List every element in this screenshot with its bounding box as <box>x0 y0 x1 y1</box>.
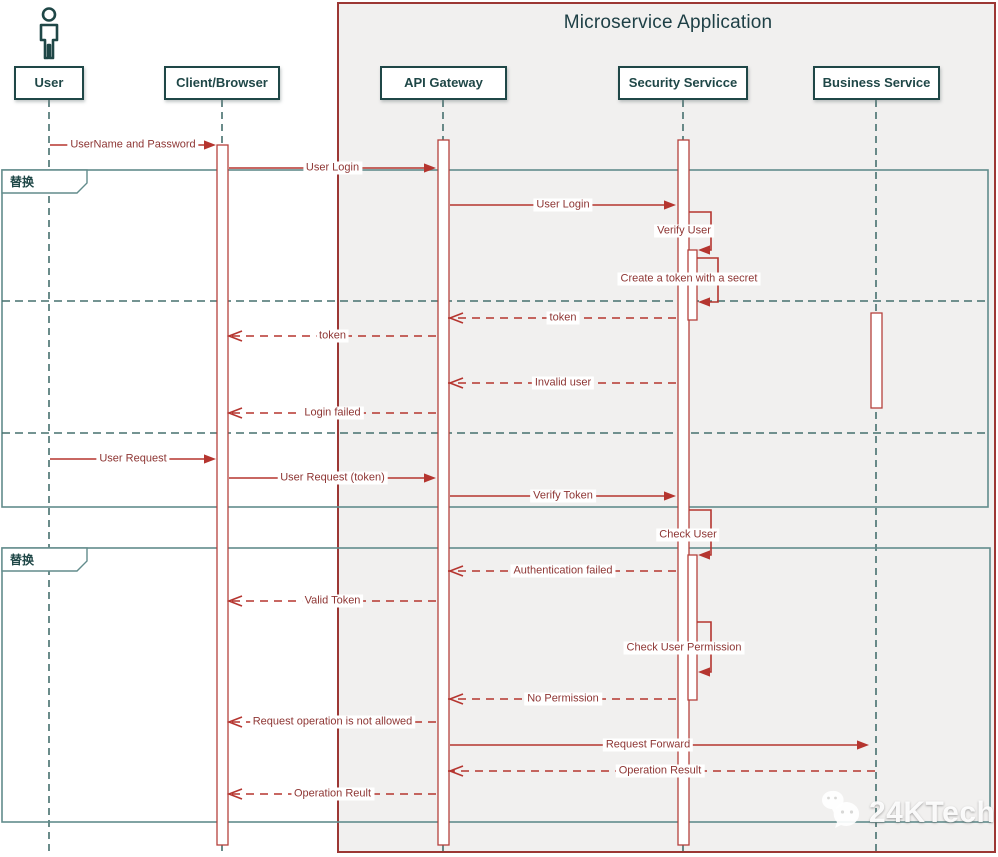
message-arrowhead <box>664 200 676 210</box>
message-label: UserName and Password <box>67 138 199 152</box>
activation-bar-security-service <box>677 139 690 846</box>
message-label: User Login <box>302 161 363 175</box>
activation-bar-client-browser <box>216 144 229 846</box>
watermark-text: 24KTech <box>869 796 996 829</box>
self-message-arrowhead <box>698 245 710 255</box>
message-label: Valid Token <box>301 594 364 608</box>
self-message-label: Check User <box>656 528 720 542</box>
message-arrowhead <box>447 693 464 705</box>
message-label: Login failed <box>301 406 364 420</box>
alt-frame-2 <box>1 547 991 823</box>
message-label: Operation Result <box>615 764 705 778</box>
self-message-arrowhead <box>698 297 710 307</box>
message-label: User Login <box>533 198 593 212</box>
participant-box-business-service: Business Service <box>813 66 940 100</box>
activation-bar-api-gateway <box>437 139 450 846</box>
diagram-title: Microservice Application <box>563 12 773 33</box>
activation-bar-business-service <box>870 312 883 409</box>
message-label: Operation Reult <box>290 787 375 801</box>
message-label: Verify Token <box>530 489 596 503</box>
message-arrowhead <box>204 454 216 464</box>
message-arrowhead <box>447 312 464 324</box>
message-label: No Permission <box>524 692 602 706</box>
message-arrowhead <box>857 740 869 750</box>
message-arrowhead <box>226 595 243 607</box>
message-label: Authentication failed <box>510 564 616 578</box>
message-arrowhead <box>447 565 464 577</box>
message-arrowhead <box>447 377 464 389</box>
message-label: token <box>546 311 580 325</box>
message-label: Invalid user <box>531 376 595 390</box>
message-arrowhead <box>226 330 243 342</box>
message-arrowhead <box>424 163 436 173</box>
self-message-label: Create a token with a secret <box>617 272 761 286</box>
message-label: Request operation is not allowed <box>249 715 416 729</box>
participant-box-api-gateway: API Gateway <box>380 66 507 100</box>
actor-icon <box>39 7 59 60</box>
participant-box-client-browser: Client/Browser <box>164 66 280 100</box>
watermark: 24KTech <box>818 788 995 838</box>
self-message-arrowhead <box>698 550 710 560</box>
self-message-label: Verify User <box>654 224 714 238</box>
message-label: User Request <box>96 452 170 466</box>
participant-box-user: User <box>14 66 84 100</box>
alt-frame-label: 替换 <box>10 553 35 567</box>
alt-frame-pentagon-2 <box>1 547 88 572</box>
message-label: User Request (token) <box>277 471 388 485</box>
message-label: token <box>316 329 349 343</box>
message-arrowhead <box>226 716 243 728</box>
activation-bar-security-service <box>687 554 698 701</box>
message-arrowhead <box>424 473 436 483</box>
message-label: Request Forward <box>602 738 694 752</box>
alt-frame-pentagon-1 <box>1 169 88 194</box>
self-message-label: Check User Permission <box>623 641 745 655</box>
message-arrowhead <box>204 140 216 150</box>
participant-box-security-service: Security Servicce <box>618 66 748 100</box>
wechat-icon <box>821 790 860 828</box>
message-arrowhead <box>226 407 243 419</box>
message-arrowhead <box>664 491 676 501</box>
self-message-arrowhead <box>698 667 710 677</box>
message-arrowhead <box>447 765 464 777</box>
alt-frame-label: 替换 <box>10 175 35 189</box>
alt-frame-1 <box>1 169 989 508</box>
message-arrowhead <box>226 788 243 800</box>
